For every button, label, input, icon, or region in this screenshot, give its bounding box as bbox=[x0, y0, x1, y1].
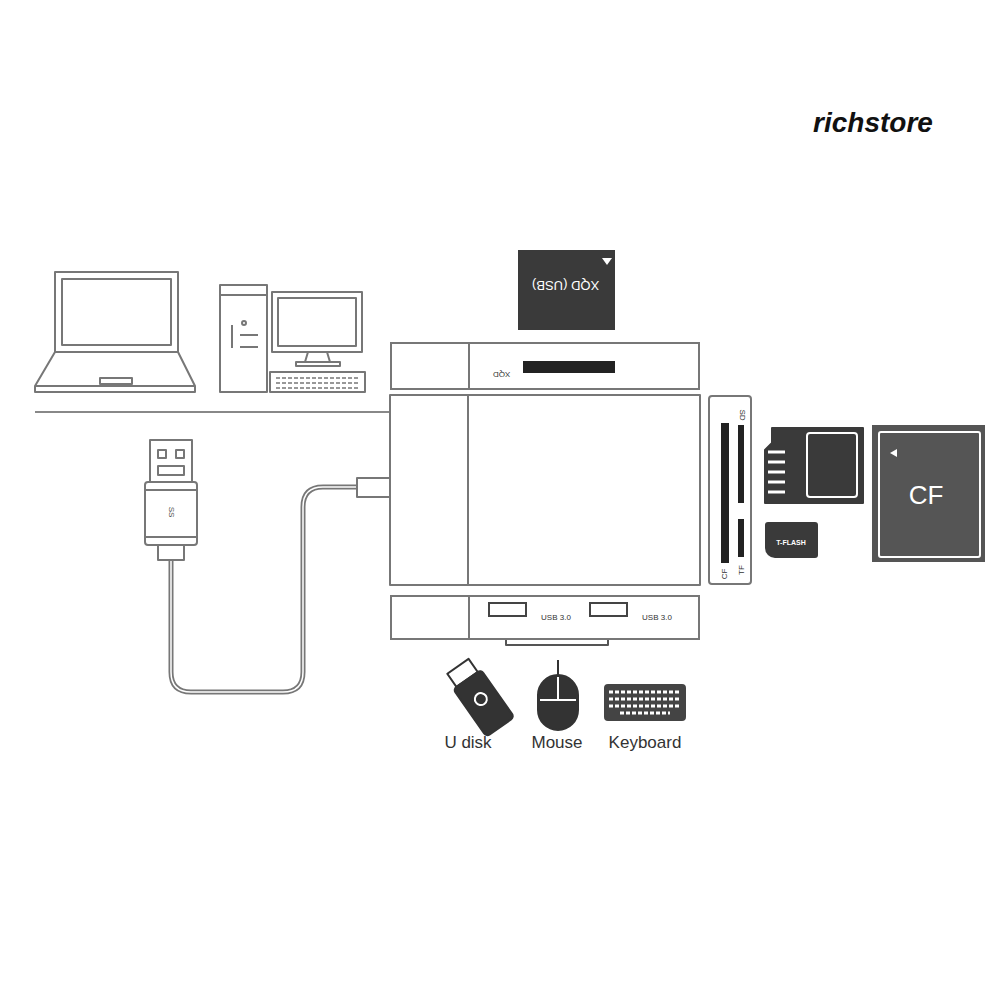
xqd-card: XQD (USB) bbox=[518, 250, 615, 330]
card-slot bbox=[738, 425, 744, 503]
panel-divider bbox=[468, 597, 470, 640]
usb-port-panel: USB 3.0 USB 3.0 bbox=[390, 595, 700, 640]
node-text: CF bbox=[909, 482, 944, 508]
node-text: TF bbox=[738, 565, 746, 575]
xqd-slot-panel: XQD bbox=[390, 342, 700, 390]
watermark: richstore bbox=[813, 109, 933, 137]
node-text: T-FLASH bbox=[776, 539, 806, 546]
usb-port bbox=[589, 602, 628, 617]
card-slot bbox=[602, 258, 612, 265]
card-slot bbox=[890, 449, 897, 457]
node-text: SD bbox=[738, 409, 746, 420]
device-label: Keyboard bbox=[609, 734, 682, 751]
node-text: CF bbox=[721, 569, 729, 580]
device-label: U disk bbox=[444, 734, 491, 751]
usb-logo-text: SS bbox=[167, 507, 175, 518]
card-slot bbox=[738, 519, 744, 557]
usb-port bbox=[488, 602, 527, 617]
node-text: XQD bbox=[493, 370, 510, 378]
card-slot-panel: SD CF TF bbox=[708, 395, 752, 585]
device-label: Mouse bbox=[531, 734, 582, 751]
panel-divider bbox=[468, 344, 470, 390]
node-text: XQD (USB) bbox=[532, 279, 599, 292]
node-text: USB 3.0 bbox=[541, 614, 571, 622]
cf-card: CF bbox=[872, 425, 985, 562]
card-slot bbox=[721, 423, 729, 563]
tflash-card: T-FLASH bbox=[765, 522, 818, 558]
card-slot bbox=[523, 361, 615, 373]
node-text: USB 3.0 bbox=[642, 614, 672, 622]
